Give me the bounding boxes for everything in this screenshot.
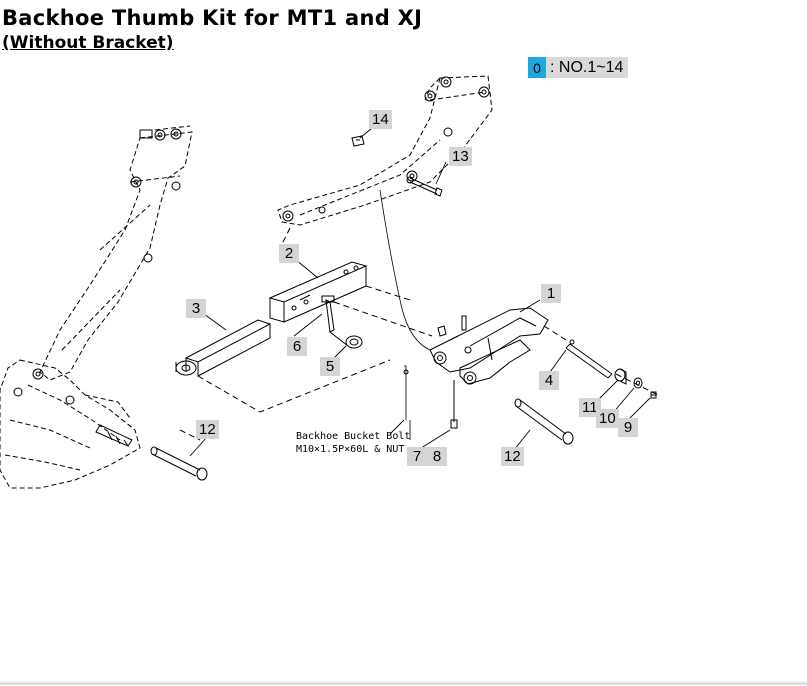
part-12-pin-right	[514, 398, 574, 445]
callout-14: 14	[369, 110, 392, 129]
callout-8: 8	[427, 447, 447, 466]
callout-5: 5	[320, 357, 340, 376]
callout-1: 1	[541, 284, 561, 303]
callout-12-right: 12	[501, 447, 524, 466]
assembly-dashed-lines	[179, 227, 661, 441]
page-subtitle: (Without Bracket)	[2, 33, 174, 53]
callout-12-left: 12	[196, 420, 219, 439]
part-5-handle	[345, 335, 363, 349]
callout-9: 9	[618, 418, 638, 437]
page-title: Backhoe Thumb Kit for MT1 and XJ	[2, 6, 423, 30]
part-13-bolt	[406, 176, 443, 197]
bottom-divider	[0, 682, 807, 685]
part-12-pin-left	[150, 446, 208, 481]
callout-4: 4	[539, 371, 559, 390]
bolt-note-line2: M10×1.5P×60L & NUT	[296, 444, 405, 455]
callout-3: 3	[186, 299, 206, 318]
part-14-nut	[351, 135, 365, 147]
callout-10: 10	[596, 409, 619, 428]
bucket-teeth	[95, 424, 133, 447]
callout-6: 6	[287, 337, 307, 356]
bolt-note: Backhoe Bucket Bolt M10×1.5P×60L & NUT	[296, 430, 410, 456]
callout-7: 7	[407, 447, 427, 466]
legend-key: 0	[528, 57, 546, 78]
upper-boom	[277, 75, 493, 226]
callout-11: 11	[579, 398, 601, 417]
parts-7-8-bolts	[403, 335, 459, 440]
callout-leaders	[189, 127, 651, 457]
leader-curve	[379, 189, 431, 351]
boom-pins	[13, 128, 182, 405]
part-1-thumb	[429, 307, 549, 385]
legend-text: : NO.1~14	[550, 58, 624, 76]
part-3-inner-tube	[175, 319, 272, 377]
backhoe-boom	[0, 125, 193, 489]
callout-13: 13	[449, 147, 472, 166]
bolt-note-line1: Backhoe Bucket Bolt	[296, 431, 411, 442]
callout-2: 2	[279, 244, 299, 263]
part-number-legend: 0 : NO.1~14	[528, 57, 629, 78]
part-2-outer-tube	[268, 261, 368, 323]
part-4-pin	[565, 339, 613, 379]
